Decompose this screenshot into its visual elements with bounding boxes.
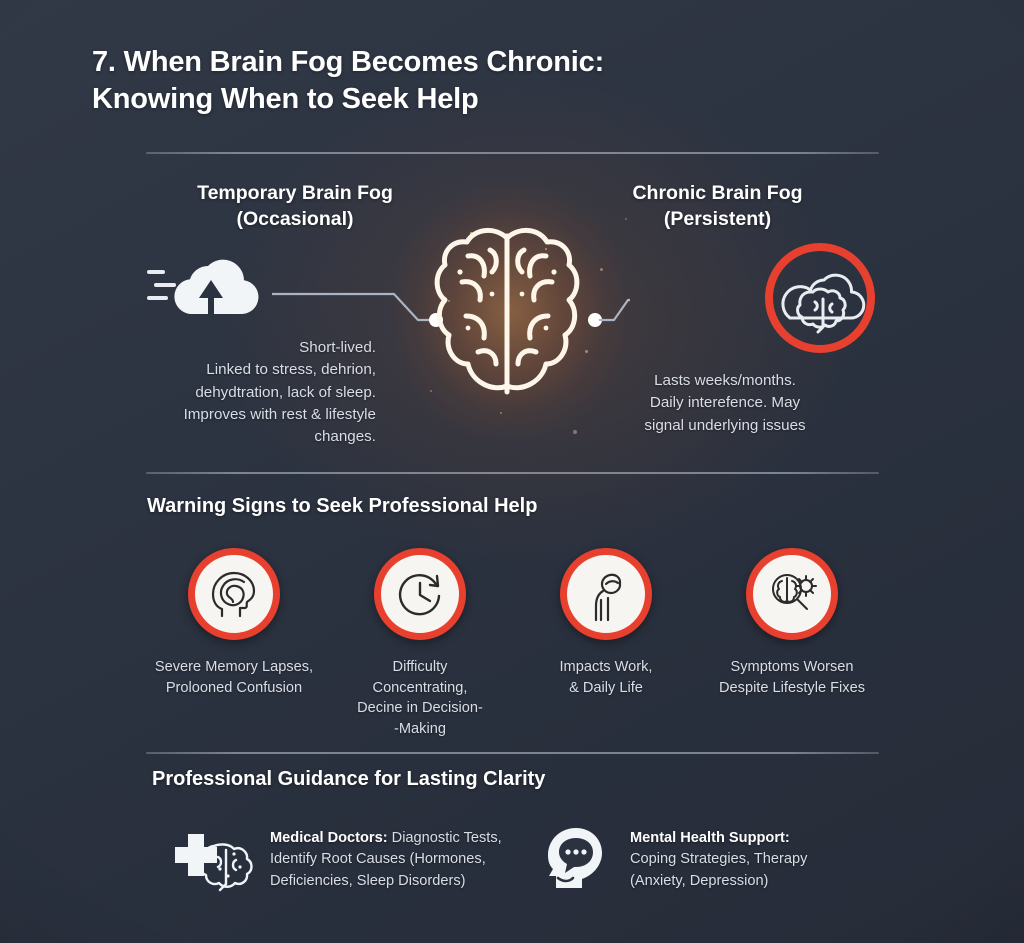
medical-cross-brain-icon [175, 834, 253, 892]
warning-badge [560, 548, 652, 640]
cloud-upload-icon [147, 259, 259, 318]
column-heading-chronic: Chronic Brain Fog(Persistent) [632, 182, 803, 231]
guidance-item-rest: Coping Strategies, Therapy(Anxiety, Depr… [630, 851, 808, 889]
brain-cloud-ring-icon [765, 243, 875, 353]
warning-item-memory[interactable]: Severe Memory Lapses,Prolooned Confusion [150, 548, 318, 740]
guidance-row: Medical Doctors: Diagnostic Tests,Identi… [168, 822, 888, 898]
guidance-item-lead: Mental Health Support: [630, 830, 790, 847]
guidance-section-title: Professional Guidance for Lasting Clarit… [152, 768, 546, 790]
guidance-item-rest: Diagnostic Tests,Identify Root Causes (H… [270, 830, 502, 889]
guidance-item-text: Medical Doctors: Diagnostic Tests,Identi… [270, 828, 502, 891]
head-spiral-icon [211, 571, 256, 618]
divider-top [146, 152, 879, 154]
warning-section-title: Warning Signs to Seek Professional Help [147, 495, 538, 517]
temporary-body-text: Short-lived.Linked to stress, dehrion,de… [183, 339, 376, 446]
warning-signs-grid: Severe Memory Lapses,Prolooned Confusion… [150, 548, 876, 740]
guidance-item-mental-health[interactable]: Mental Health Support: Coping Strategies,… [540, 822, 880, 898]
brain-glow-icon [434, 228, 580, 395]
warning-item-work-impact[interactable]: Impacts Work,& Daily Life [522, 548, 690, 740]
slouched-person-icon [594, 573, 622, 622]
guidance-item-text: Mental Health Support: Coping Strategies,… [630, 828, 807, 891]
divider-middle [146, 472, 879, 474]
divider-bottom [146, 752, 879, 754]
page-title: 7. When Brain Fog Becomes Chronic: Knowi… [92, 46, 605, 116]
guidance-item-medical-doctors[interactable]: Medical Doctors: Diagnostic Tests,Identi… [168, 822, 508, 898]
head-speech-bubble-icon [548, 828, 602, 888]
warning-item-label: Severe Memory Lapses,Prolooned Confusion [154, 659, 314, 696]
column-heading-temporary: Temporary Brain Fog(Occasional) [197, 182, 393, 231]
warning-badge [374, 548, 466, 640]
chronic-body-text: Lasts weeks/months.Daily interefence. Ma… [644, 372, 806, 434]
guidance-item-lead: Medical Doctors: [270, 830, 388, 847]
magnifier-brain-gear-icon [772, 574, 817, 610]
warning-badge [746, 548, 838, 640]
clock-arrow-icon [398, 573, 441, 616]
warning-badge [188, 548, 280, 640]
connector-line-left [272, 292, 630, 327]
warning-item-label: Impacts Work,& Daily Life [559, 659, 653, 696]
